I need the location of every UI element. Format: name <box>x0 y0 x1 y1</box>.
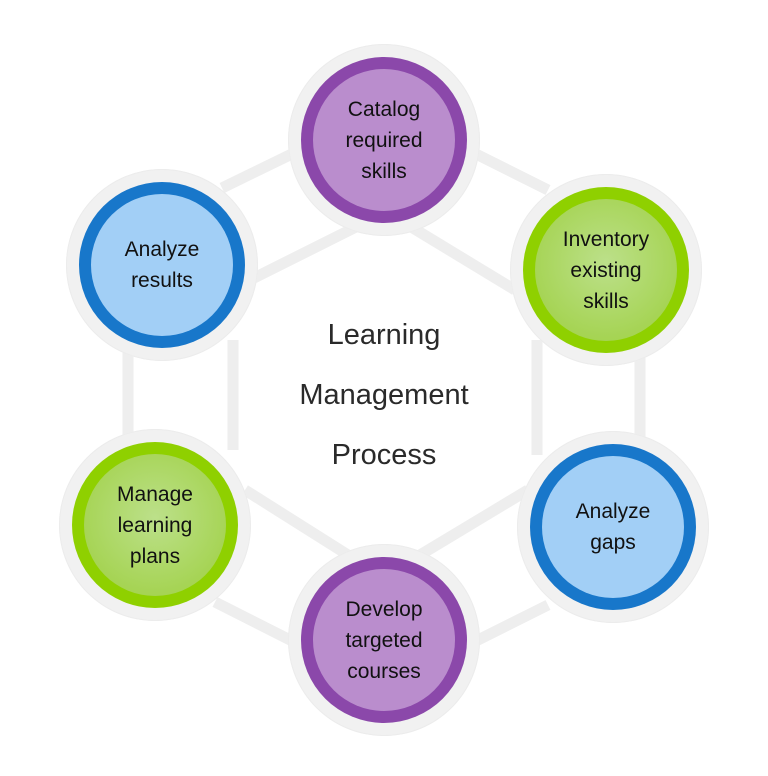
node-label: Catalog required skills <box>345 97 423 183</box>
node-ring: Inventory existing skills <box>523 187 689 353</box>
node-label: Develop targeted courses <box>345 597 423 683</box>
node-fill: Develop targeted courses <box>313 569 455 711</box>
node-fill: Catalog required skills <box>313 69 455 211</box>
node-analyze-gaps: Analyze gaps <box>517 431 709 623</box>
diagram-title: Learning Management Process <box>299 319 469 471</box>
node-label: Analyze results <box>124 238 200 292</box>
node-label: Inventory existing skills <box>562 227 650 313</box>
node-ring: Manage learning plans <box>72 442 238 608</box>
node-ring: Analyze results <box>79 182 245 348</box>
node-develop-targeted-courses: Develop targeted courses <box>288 544 480 736</box>
node-label: Analyze gaps <box>575 500 651 554</box>
node-fill: Inventory existing skills <box>535 199 677 341</box>
node-ring: Catalog required skills <box>301 57 467 223</box>
node-fill: Analyze gaps <box>542 456 684 598</box>
node-inventory-existing-skills: Inventory existing skills <box>510 174 702 366</box>
node-fill: Analyze results <box>91 194 233 336</box>
node-ring: Develop targeted courses <box>301 557 467 723</box>
node-fill: Manage learning plans <box>84 454 226 596</box>
node-manage-learning-plans: Manage learning plans <box>59 429 251 621</box>
node-catalog-required-skills: Catalog required skills <box>288 44 480 236</box>
node-analyze-results: Analyze results <box>66 169 258 361</box>
node-label: Manage learning plans <box>117 482 193 568</box>
node-ring: Analyze gaps <box>530 444 696 610</box>
